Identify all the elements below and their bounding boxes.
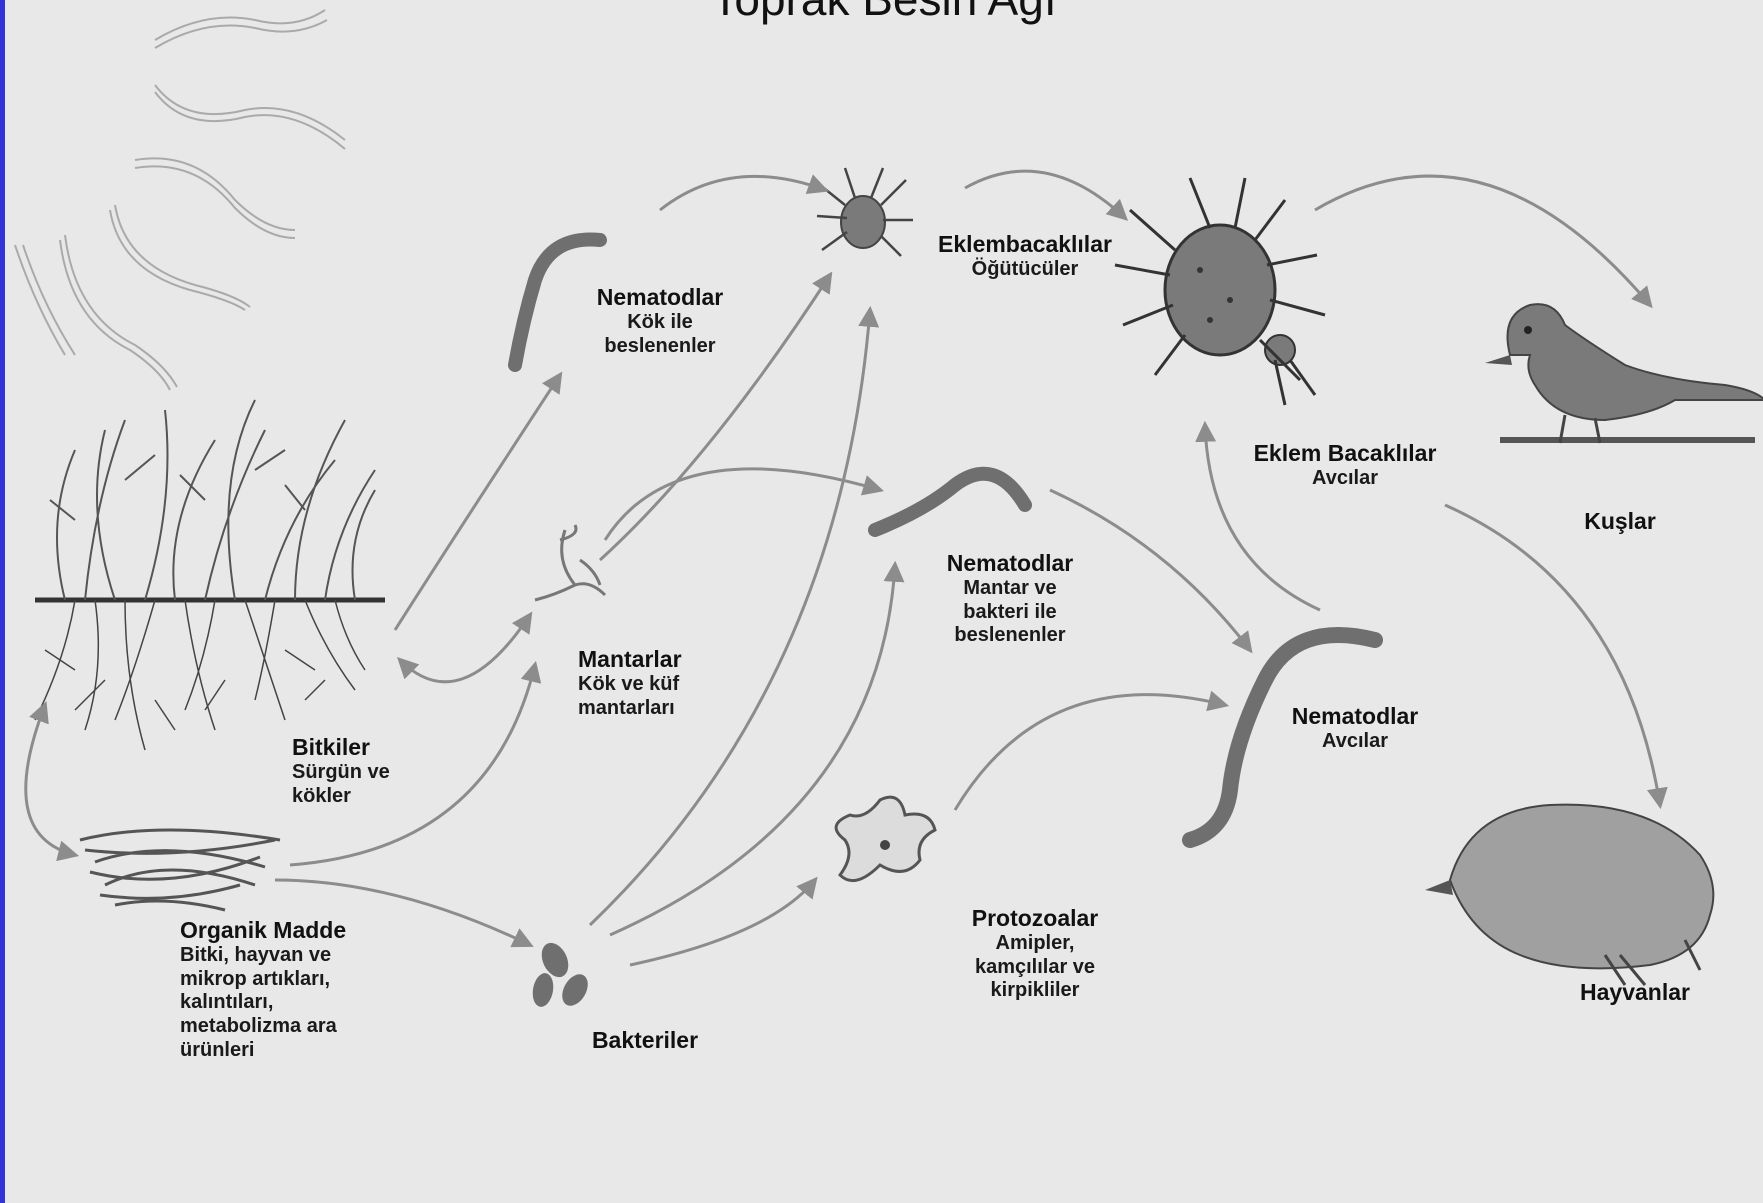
arrow-mite-to-predator xyxy=(965,171,1125,218)
label-eklembacaklilar: Eklembacaklılar Öğütücüler xyxy=(915,231,1135,282)
label-sub: Bitki, hayvan ve mikrop artıkları, kalın… xyxy=(180,944,410,1062)
label-sub: Avcılar xyxy=(1225,467,1465,491)
label-title: Bakteriler xyxy=(565,1027,725,1054)
arrow-bacteria-to-mite xyxy=(590,310,870,925)
arrow-plant-fungus xyxy=(400,615,530,682)
label-bitkiler: Bitkiler Sürgün ve kökler xyxy=(292,734,432,808)
decorative-swirls xyxy=(15,10,345,390)
label-title: Eklem Bacaklılar xyxy=(1225,440,1465,467)
label-sub: Kök ve küf mantarları xyxy=(578,673,738,720)
label-eklem-avcilar: Eklem Bacaklılar Avcılar xyxy=(1225,440,1465,491)
nematode-icon xyxy=(875,474,1025,530)
arrow-protozoa-to-predator-nematode xyxy=(955,695,1225,810)
fungus-icon xyxy=(535,525,605,600)
arrow-bacteria-to-protozoa xyxy=(630,880,815,965)
label-nematod-kok: Nematodlar Kök ile beslenenler xyxy=(565,284,755,358)
label-mantarlar: Mantarlar Kök ve küf mantarları xyxy=(578,646,738,720)
label-protozoalar: Protozoalar Amipler, kamçılılar ve kirpi… xyxy=(935,905,1135,1003)
mole-icon xyxy=(1425,805,1713,985)
organic-matter-icon xyxy=(80,830,280,910)
food-web-arrows xyxy=(26,171,1660,965)
label-organik-madde: Organik Madde Bitki, hayvan ve mikrop ar… xyxy=(180,917,410,1062)
label-sub: Öğütücüler xyxy=(915,258,1135,282)
bird-icon xyxy=(1485,304,1763,443)
arrow-nematode-to-mite xyxy=(660,176,825,210)
arrow-predator-mite-to-bird xyxy=(1315,176,1650,305)
label-sub: Amipler, kamçılılar ve kirpikliler xyxy=(935,932,1135,1003)
label-title: Mantarlar xyxy=(578,646,738,673)
label-sub: Sürgün ve kökler xyxy=(292,761,432,808)
plant-icon xyxy=(35,400,385,750)
label-sub: Kök ile beslenenler xyxy=(565,311,755,358)
bacteria-icon xyxy=(530,939,593,1011)
label-sub: Mantar ve bakteri ile beslenenler xyxy=(915,577,1105,648)
arrow-predator-mite-to-mole xyxy=(1445,505,1660,805)
label-title: Nematodlar xyxy=(565,284,755,311)
label-bakteriler: Bakteriler xyxy=(565,1027,725,1054)
predator-mite-icon xyxy=(1115,178,1325,405)
label-title: Nematodlar xyxy=(915,550,1105,577)
label-hayvanlar: Hayvanlar xyxy=(1555,979,1715,1006)
label-title: Bitkiler xyxy=(292,734,432,761)
mite-icon xyxy=(817,168,913,256)
arrow-plant-to-nematode xyxy=(395,375,560,630)
label-title: Kuşlar xyxy=(1550,508,1690,535)
amoeba-icon xyxy=(836,797,935,880)
label-title: Nematodlar xyxy=(1260,703,1450,730)
label-title: Protozoalar xyxy=(935,905,1135,932)
arrow-plant-organic xyxy=(26,705,75,855)
label-sub: Avcılar xyxy=(1260,730,1450,754)
food-web-canvas: Toprak Besin Ağı xyxy=(5,0,1763,1203)
label-nematod-mantar: Nematodlar Mantar ve bakteri ile beslene… xyxy=(915,550,1105,648)
label-title: Organik Madde xyxy=(180,917,410,944)
label-title: Eklembacaklılar xyxy=(915,231,1135,258)
label-title: Hayvanlar xyxy=(1555,979,1715,1006)
label-nematod-avci: Nematodlar Avcılar xyxy=(1260,703,1450,754)
label-kuslar: Kuşlar xyxy=(1550,508,1690,535)
